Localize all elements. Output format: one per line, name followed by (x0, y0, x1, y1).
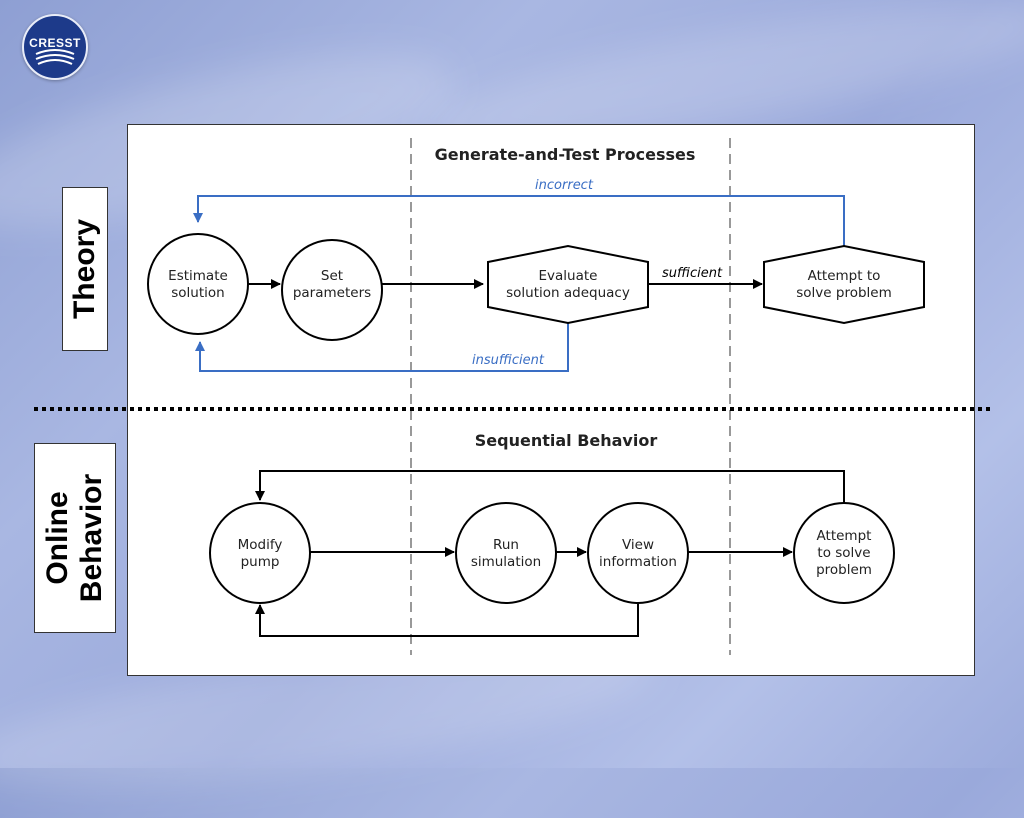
sufficient-label: sufficient (662, 266, 723, 281)
behavior-attempt-line1: Attempt (817, 528, 872, 544)
set-params-line2: parameters (293, 285, 371, 301)
behavior-attempt-line3: problem (816, 562, 872, 578)
node-modify-pump (209, 502, 311, 604)
estimate-line1: Estimate (168, 268, 228, 284)
attempt-line2: solve problem (796, 285, 892, 301)
node-attempt-to-solve-problem (763, 244, 925, 325)
node-run-simulation (455, 502, 557, 604)
incorrect-label: incorrect (535, 178, 594, 193)
incorrect-feedback-arrow (193, 195, 845, 246)
view-line2: information (599, 554, 677, 570)
set-params-line1: Set (321, 268, 343, 284)
theory-section-title: Generate-and-Test Processes (435, 145, 696, 164)
node-view-information (587, 502, 689, 604)
view-line1: View (622, 537, 654, 553)
node-behavior-attempt-to-solve (793, 502, 895, 604)
insufficient-feedback-arrow (195, 323, 569, 372)
logo-text: CRESST (29, 36, 81, 50)
behavior-attempt-line2: to solve (817, 545, 870, 561)
node-estimate-solution (147, 233, 249, 335)
logo-waves (35, 49, 75, 65)
online-behavior-side-label: Online Behavior (34, 443, 116, 633)
insufficient-label: insufficient (472, 353, 545, 368)
process-diagram: Generate-and-Test Processes incorrect in… (34, 138, 990, 655)
behavior-return-arrow-bottom (255, 602, 639, 637)
cresst-logo-icon: CRESST (22, 14, 88, 80)
node-set-parameters (281, 239, 383, 341)
evaluate-line2: solution adequacy (506, 285, 630, 301)
estimate-line2: solution (171, 285, 224, 301)
node-evaluate-solution-adequacy (487, 244, 649, 325)
behavior-return-arrow-top (255, 470, 845, 503)
evaluate-line1: Evaluate (539, 268, 598, 284)
theory-side-label: Theory (62, 187, 108, 351)
modify-line1: Modify (238, 537, 283, 553)
run-line1: Run (493, 537, 519, 553)
run-line2: simulation (471, 554, 541, 570)
behavior-section-title: Sequential Behavior (475, 431, 658, 450)
modify-line2: pump (241, 554, 280, 570)
attempt-line1: Attempt to (808, 268, 881, 284)
